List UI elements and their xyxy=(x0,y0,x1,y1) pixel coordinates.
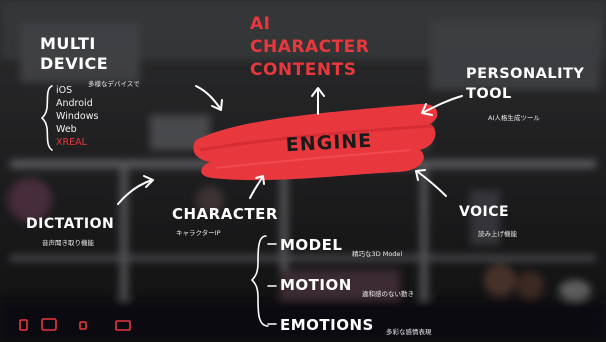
multi-device-line2: DEVICE xyxy=(40,54,109,73)
ai-label: AI xyxy=(250,14,271,34)
personality-tool-line2: TOOL xyxy=(466,86,512,102)
platform-item: Web xyxy=(56,124,77,135)
motion-note: 違和感のない動き xyxy=(362,290,414,298)
model-title: MODEL xyxy=(280,236,343,254)
platform-item: XREAL xyxy=(56,137,87,148)
platform-item: Windows xyxy=(56,111,99,122)
emotions-note: 多彩な感情表現 xyxy=(386,328,432,336)
dictation-note: 音声聞き取り機能 xyxy=(42,239,94,247)
character-contents-line2: CONTENTS xyxy=(250,60,357,80)
platform-item: Android xyxy=(56,98,93,109)
personality-tool-note: AI人格生成ツール xyxy=(488,114,540,122)
voice-note: 読み上げ機能 xyxy=(478,230,517,238)
emotions-title: EMOTIONS xyxy=(280,316,374,334)
model-note: 精巧な3D Model xyxy=(352,250,403,258)
motion-title: MOTION xyxy=(280,276,352,294)
dictation-title: DICTATION xyxy=(26,216,115,232)
character-note: キャラクターIP xyxy=(176,229,221,237)
platform-item: iOS xyxy=(56,85,73,96)
multi-device-line1: MULTI xyxy=(40,34,96,53)
personality-tool-line1: PERSONALITY xyxy=(466,66,585,82)
multi-device-note: 多様なデバイスで xyxy=(88,80,140,88)
character-title: CHARACTER xyxy=(172,205,278,223)
character-contents-line1: CHARACTER xyxy=(250,37,370,57)
platform-list: iOS Android Windows Web XREAL xyxy=(56,84,98,149)
voice-title: VOICE xyxy=(459,204,510,220)
